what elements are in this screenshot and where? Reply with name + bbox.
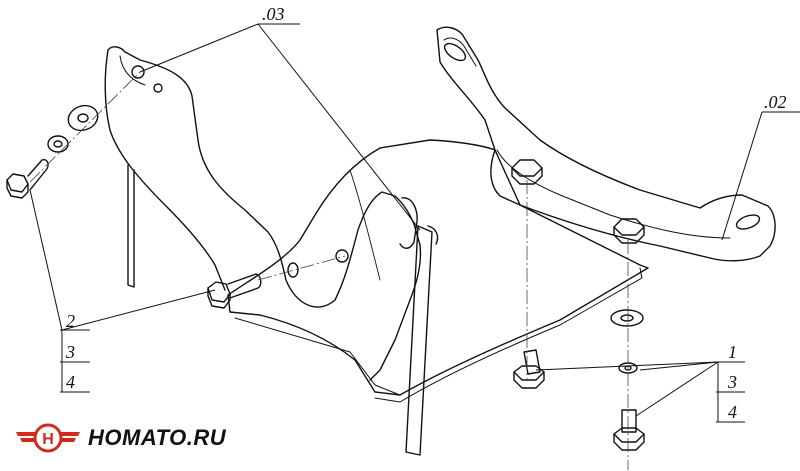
axis-left-fasteners: [29, 71, 141, 183]
mount-hole-small: [153, 83, 163, 93]
homato-logo: H HOMATO.RU: [14, 418, 226, 458]
bolt-right-lower: [613, 409, 645, 451]
flat-washer-left: [67, 104, 99, 132]
skid-plate: [227, 139, 649, 403]
stud-bolt-middle: [207, 273, 262, 309]
winged-h-icon: H: [16, 423, 80, 453]
svg-text:H: H: [42, 431, 54, 448]
lock-washer-left: [47, 135, 69, 153]
bolt-right-upper: [513, 349, 545, 389]
callout-right-1: 1: [728, 342, 737, 362]
callout-right-3: 3: [727, 372, 737, 392]
callout-left-4: 4: [66, 372, 75, 392]
callout-right-4: 4: [728, 402, 737, 422]
callout-03: .03: [262, 4, 285, 24]
logo-text: HOMATO.RU: [88, 425, 227, 450]
flat-washer-right: [610, 309, 644, 327]
callout-left-2: 2: [66, 311, 75, 331]
bolt-left: [6, 158, 49, 199]
slot-hole-top: [443, 42, 467, 62]
axis-middle-stud: [257, 255, 346, 281]
left-bracket: [104, 46, 439, 456]
slot-hole-right: [735, 214, 761, 230]
lock-washer-middle: [287, 262, 299, 278]
mount-hole-mid: [335, 249, 349, 263]
right-bracket: [436, 26, 776, 262]
mount-hole-top: [131, 65, 145, 79]
callout-02: .02: [764, 92, 787, 112]
hex-nut-lower: [613, 218, 645, 244]
callout-left-3: 3: [65, 342, 75, 362]
